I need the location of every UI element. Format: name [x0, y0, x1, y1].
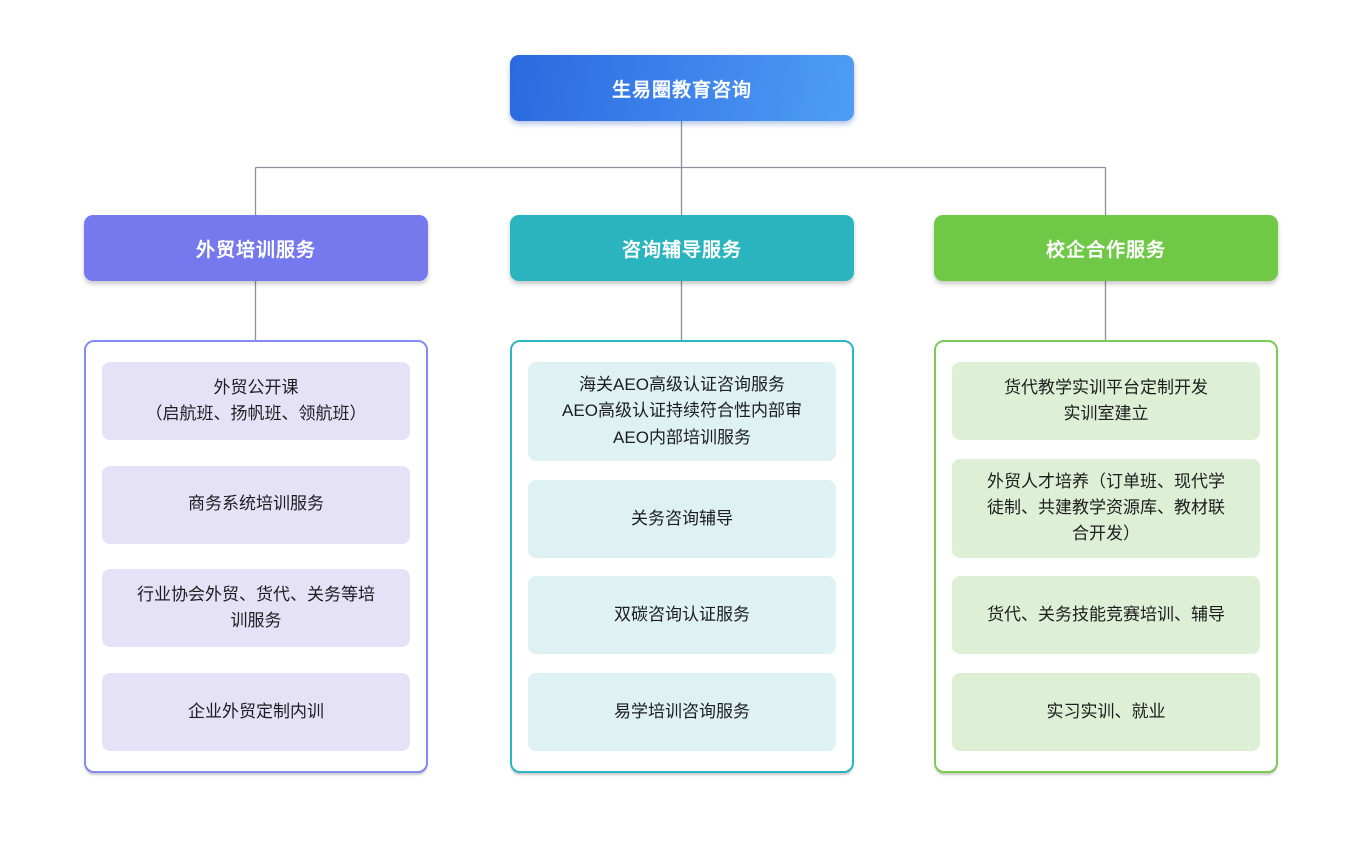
branch-header-label: 校企合作服务: [1045, 239, 1166, 261]
service-item[interactable]: 实习实训、就业: [952, 673, 1260, 751]
branch-school-enterprise: 校企合作服务 货代教学实训平台定制开发 实训室建立外贸人才培养（订单班、现代学 …: [934, 215, 1278, 773]
branch-item-group: 外贸公开课 （启航班、扬帆班、领航班） 商务系统培训服务行业协会外贸、货代、关务等…: [84, 340, 428, 773]
service-item[interactable]: 外贸人才培养（订单班、现代学 徒制、共建教学资源库、教材联 合开发）: [952, 458, 1260, 558]
branch-header-label: 外贸培训服务: [195, 239, 316, 261]
service-item[interactable]: 企业外贸定制内训: [102, 672, 410, 751]
branch-consulting-coaching: 咨询辅导服务 海关AEO高级认证咨询服务 AEO高级认证持续符合性内部审 AEO…: [510, 215, 854, 773]
service-item[interactable]: 货代教学实训平台定制开发 实训室建立: [952, 362, 1260, 440]
root-node-label: 生易圈教育咨询: [611, 79, 752, 101]
branch-header-label: 咨询辅导服务: [621, 239, 742, 261]
branch-header[interactable]: 外贸培训服务: [84, 215, 428, 281]
branch-header[interactable]: 咨询辅导服务: [510, 215, 854, 281]
branch-item-group: 海关AEO高级认证咨询服务 AEO高级认证持续符合性内部审 AEO内部培训服务关…: [510, 340, 854, 773]
service-item[interactable]: 关务咨询辅导: [528, 479, 836, 558]
branch-item-group: 货代教学实训平台定制开发 实训室建立外贸人才培养（订单班、现代学 徒制、共建教学…: [934, 340, 1278, 773]
branch-header[interactable]: 校企合作服务: [934, 215, 1278, 281]
root-node[interactable]: 生易圈教育咨询: [510, 55, 854, 121]
branch-foreign-trade-training: 外贸培训服务 外贸公开课 （启航班、扬帆班、领航班） 商务系统培训服务行业协会外贸…: [84, 215, 428, 773]
service-item[interactable]: 货代、关务技能竞赛培训、辅导: [952, 576, 1260, 655]
service-item[interactable]: 双碳咨询认证服务: [528, 576, 836, 655]
service-item[interactable]: 行业协会外贸、货代、关务等培 训服务: [102, 569, 410, 648]
service-item[interactable]: 外贸公开课 （启航班、扬帆班、领航班）: [102, 362, 410, 440]
service-item[interactable]: 海关AEO高级认证咨询服务 AEO高级认证持续符合性内部审 AEO内部培训服务: [528, 362, 836, 462]
service-item[interactable]: 商务系统培训服务: [102, 465, 410, 544]
service-item[interactable]: 易学培训咨询服务: [528, 673, 836, 751]
